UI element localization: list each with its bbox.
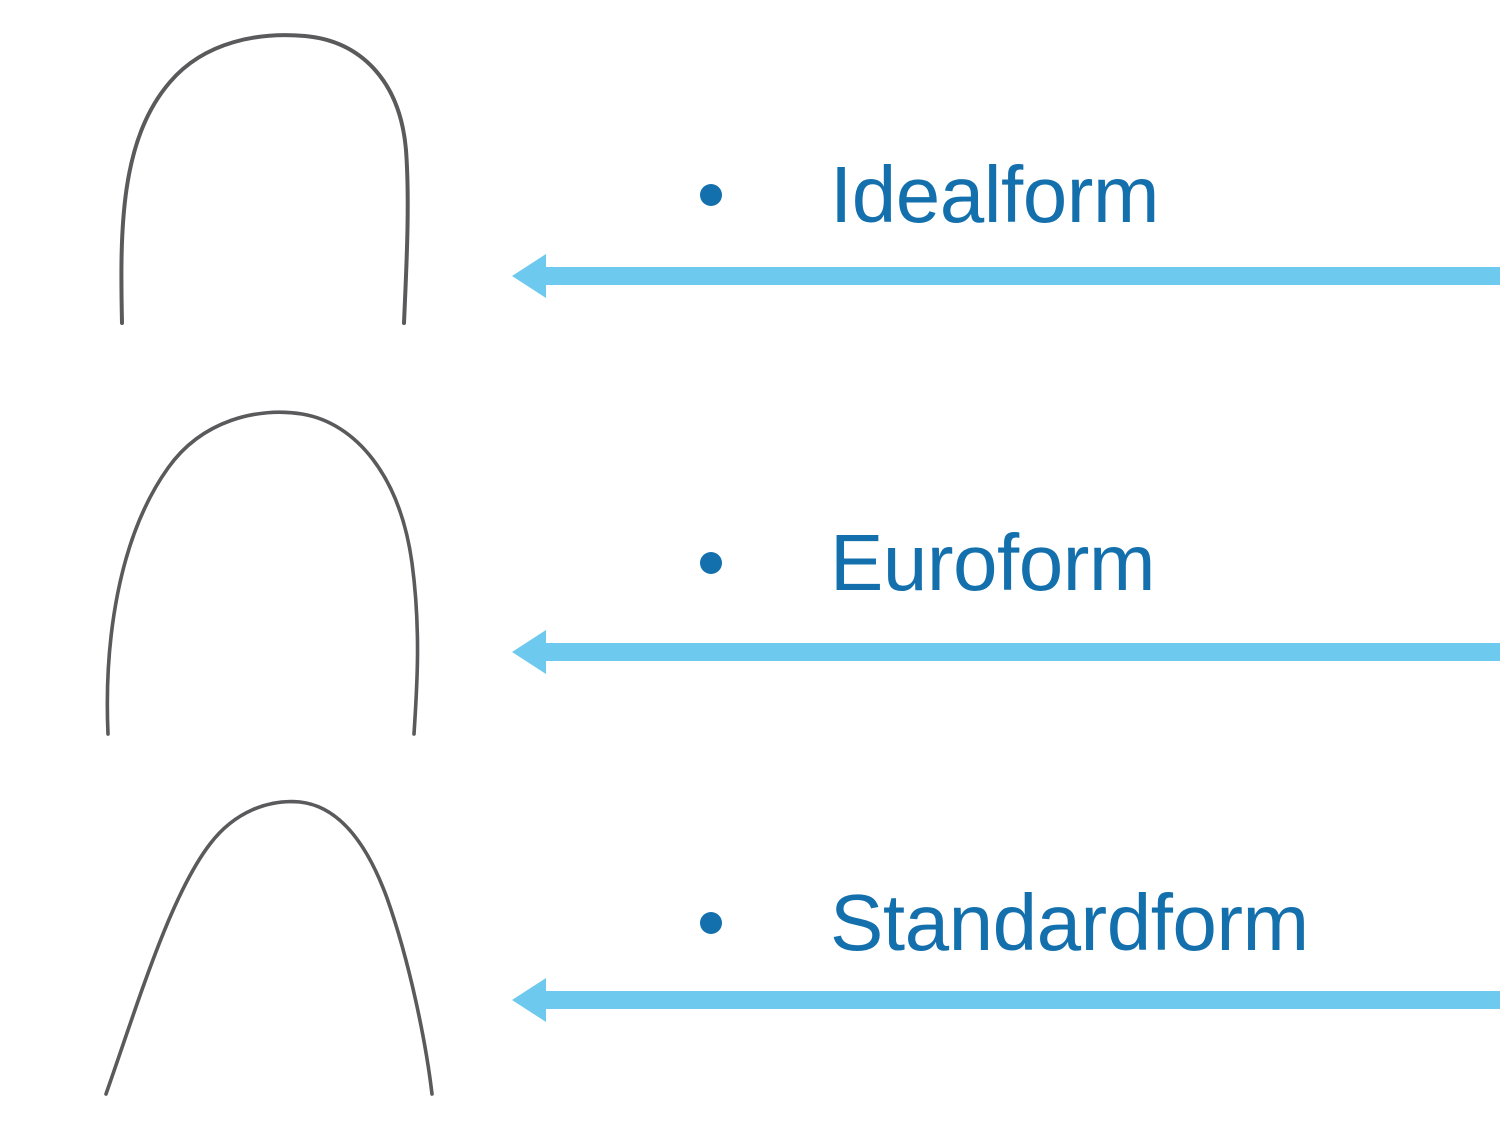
archwire-standardform-svg	[104, 799, 434, 1096]
archwire-standardform-path	[104, 799, 434, 1096]
arrow-left-standardform	[510, 976, 1500, 1024]
label-euroform: Euroform	[830, 518, 1155, 607]
arrow-left-euroform	[510, 628, 1500, 676]
archwire-standardform	[60, 788, 480, 1103]
arrow-left-icon	[512, 254, 1500, 298]
bullet-row-idealform: Idealform	[700, 140, 1159, 250]
bullet-row-standardform: Standardform	[700, 868, 1309, 978]
archwire-euroform	[60, 398, 480, 743]
arrow-left-icon	[512, 978, 1500, 1022]
arrow-left-icon	[512, 630, 1500, 674]
archwire-idealform	[60, 20, 480, 340]
arrow-left-euroform-svg	[512, 630, 1500, 674]
arrow-left-idealform	[510, 252, 1500, 300]
archwire-idealform-svg	[119, 33, 410, 325]
arrow-left-standardform-svg	[512, 978, 1500, 1022]
bullet-point-icon	[700, 552, 722, 574]
label-idealform: Idealform	[830, 150, 1159, 239]
bullet-point-icon	[700, 184, 722, 206]
bullet-row-euroform: Euroform	[700, 508, 1155, 618]
archwire-euroform-svg	[105, 410, 420, 736]
archwire-euroform-path	[105, 410, 420, 736]
label-standardform: Standardform	[830, 878, 1309, 967]
arrow-left-idealform-svg	[512, 254, 1500, 298]
archwire-idealform-path	[119, 33, 410, 325]
bullet-point-icon	[700, 912, 722, 934]
